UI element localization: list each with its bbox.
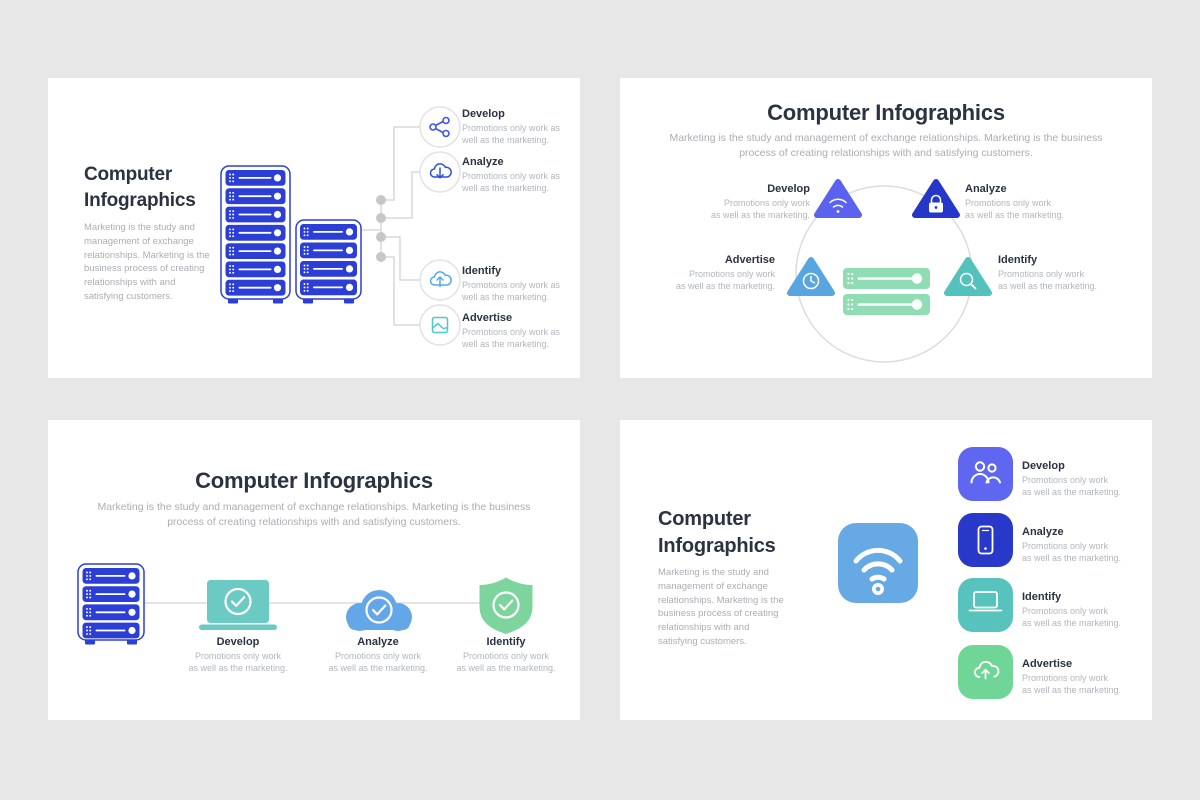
cloud-upload-icon [429, 271, 452, 288]
circle-illustration [787, 179, 992, 363]
list-item-identify: Identify Promotions only work as well as… [446, 636, 566, 674]
item-caption: Promotions only work as well as the mark… [462, 123, 561, 146]
item-label: Identify [486, 636, 526, 648]
list-item-identify: Identify Promotions only work as well as… [462, 265, 566, 303]
icon-list-illustration [838, 447, 1013, 699]
list-item-analyze: Analyze Promotions only work as well as … [1022, 526, 1134, 564]
slide-card-icon-list[interactable]: Computer Infographics Marketing is the s… [620, 420, 1152, 720]
item-label: Advertise [462, 312, 513, 324]
list-item-develop: Develop Promotions only work as well as … [462, 108, 566, 146]
item-label: Identify [998, 254, 1038, 266]
page-title: Computer Infographics [195, 468, 433, 493]
wifi-icon [829, 198, 847, 213]
list-item-develop: Develop Promotions only work as well as … [1022, 460, 1134, 498]
server-list-illustration [220, 106, 461, 346]
lock-icon [929, 194, 943, 213]
item-caption: Promotions only work as well as the mark… [456, 651, 556, 674]
item-caption: Promotions only work as well as the mark… [675, 269, 775, 292]
item-caption: Promotions only work as well as the mark… [1022, 475, 1122, 498]
item-label: Analyze [965, 183, 1007, 195]
slide-card-circle-triangles[interactable]: Computer Infographics Marketing is the s… [620, 78, 1152, 378]
list-item-analyze: Analyze Promotions only work as well as … [318, 636, 438, 674]
list-item-develop: Develop Promotions only work as well as … [690, 183, 810, 221]
wifi-tile-icon [838, 523, 918, 603]
body-text: Marketing is the study and management of… [658, 567, 784, 647]
server-tower-large-icon [220, 165, 291, 304]
page-title: Computer Infographics [658, 508, 776, 557]
server-rack-green-icon [843, 268, 930, 315]
item-caption: Promotions only work as well as the mark… [998, 269, 1098, 292]
server-tower-icon [77, 563, 145, 645]
body-text: Marketing is the study and management of… [97, 501, 531, 529]
list-item-advertise: Advertise Promotions only work as well a… [1022, 658, 1134, 696]
cloud-upload-icon [974, 660, 1000, 680]
item-caption: Promotions only work as well as the mark… [462, 280, 561, 303]
laptop-check-icon [199, 580, 277, 630]
tile-develop [958, 447, 1013, 501]
page-title: Computer Infographics [767, 100, 1005, 125]
list-item-analyze: Analyze Promotions only work as well as … [462, 156, 566, 194]
list-item-identify: Identify Promotions only work as well as… [1022, 591, 1134, 629]
server-tower-small-icon [295, 219, 362, 304]
item-caption: Promotions only work as well as the mark… [1022, 541, 1122, 564]
process-illustration [77, 563, 533, 645]
slide-card-server-list[interactable]: Computer Infographics Marketing is the s… [48, 78, 580, 378]
triangle-analyze [912, 179, 960, 218]
users-icon [970, 461, 1001, 484]
list-item-analyze: Analyze Promotions only work as well as … [965, 183, 1085, 221]
item-label: Develop [216, 636, 260, 648]
laptop-icon [968, 591, 1003, 612]
list-item-identify: Identify Promotions only work as well as… [998, 254, 1118, 292]
item-label: Analyze [1022, 526, 1064, 538]
image-icon [431, 316, 449, 334]
tile-identify [958, 578, 1013, 632]
item-label: Advertise [1022, 658, 1073, 670]
tile-analyze [958, 513, 1013, 567]
cloud-check-icon [346, 590, 412, 631]
item-caption: Promotions only work as well as the mark… [462, 171, 561, 194]
item-label: Develop [1022, 460, 1065, 472]
item-label: Develop [462, 108, 505, 120]
page-title: Computer Infographics [84, 164, 196, 212]
shield-check-icon [479, 577, 533, 634]
list-item-advertise: Advertise Promotions only work as well a… [655, 254, 775, 292]
slide-card-process-row[interactable]: Computer Infographics Marketing is the s… [48, 420, 580, 720]
clock-icon [802, 272, 820, 290]
item-label: Advertise [724, 254, 775, 266]
triangle-identify [944, 257, 992, 296]
item-label: Identify [462, 265, 502, 277]
item-label: Develop [767, 183, 810, 195]
item-caption: Promotions only work as well as the mark… [188, 651, 288, 674]
cloud-download-icon [429, 163, 452, 179]
connector-lines [362, 126, 420, 326]
body-text: Marketing is the study and management of… [84, 222, 210, 302]
item-caption: Promotions only work as well as the mark… [328, 651, 428, 674]
item-label: Analyze [357, 636, 399, 648]
triangle-develop [814, 179, 862, 218]
item-label: Analyze [462, 156, 504, 168]
list-item-develop: Develop Promotions only work as well as … [178, 636, 298, 674]
item-circles [419, 106, 461, 346]
smartphone-icon [977, 525, 994, 555]
item-caption: Promotions only work as well as the mark… [462, 327, 561, 350]
list-item-advertise: Advertise Promotions only work as well a… [462, 312, 566, 350]
item-caption: Promotions only work as well as the mark… [710, 198, 810, 221]
connector-dots [376, 195, 386, 262]
share-nodes-icon [429, 116, 450, 138]
item-caption: Promotions only work as well as the mark… [1022, 606, 1122, 629]
item-caption: Promotions only work as well as the mark… [1022, 673, 1122, 696]
search-icon [959, 272, 977, 290]
item-label: Identify [1022, 591, 1062, 603]
body-text: Marketing is the study and management of… [669, 132, 1103, 160]
item-caption: Promotions only work as well as the mark… [965, 198, 1065, 221]
